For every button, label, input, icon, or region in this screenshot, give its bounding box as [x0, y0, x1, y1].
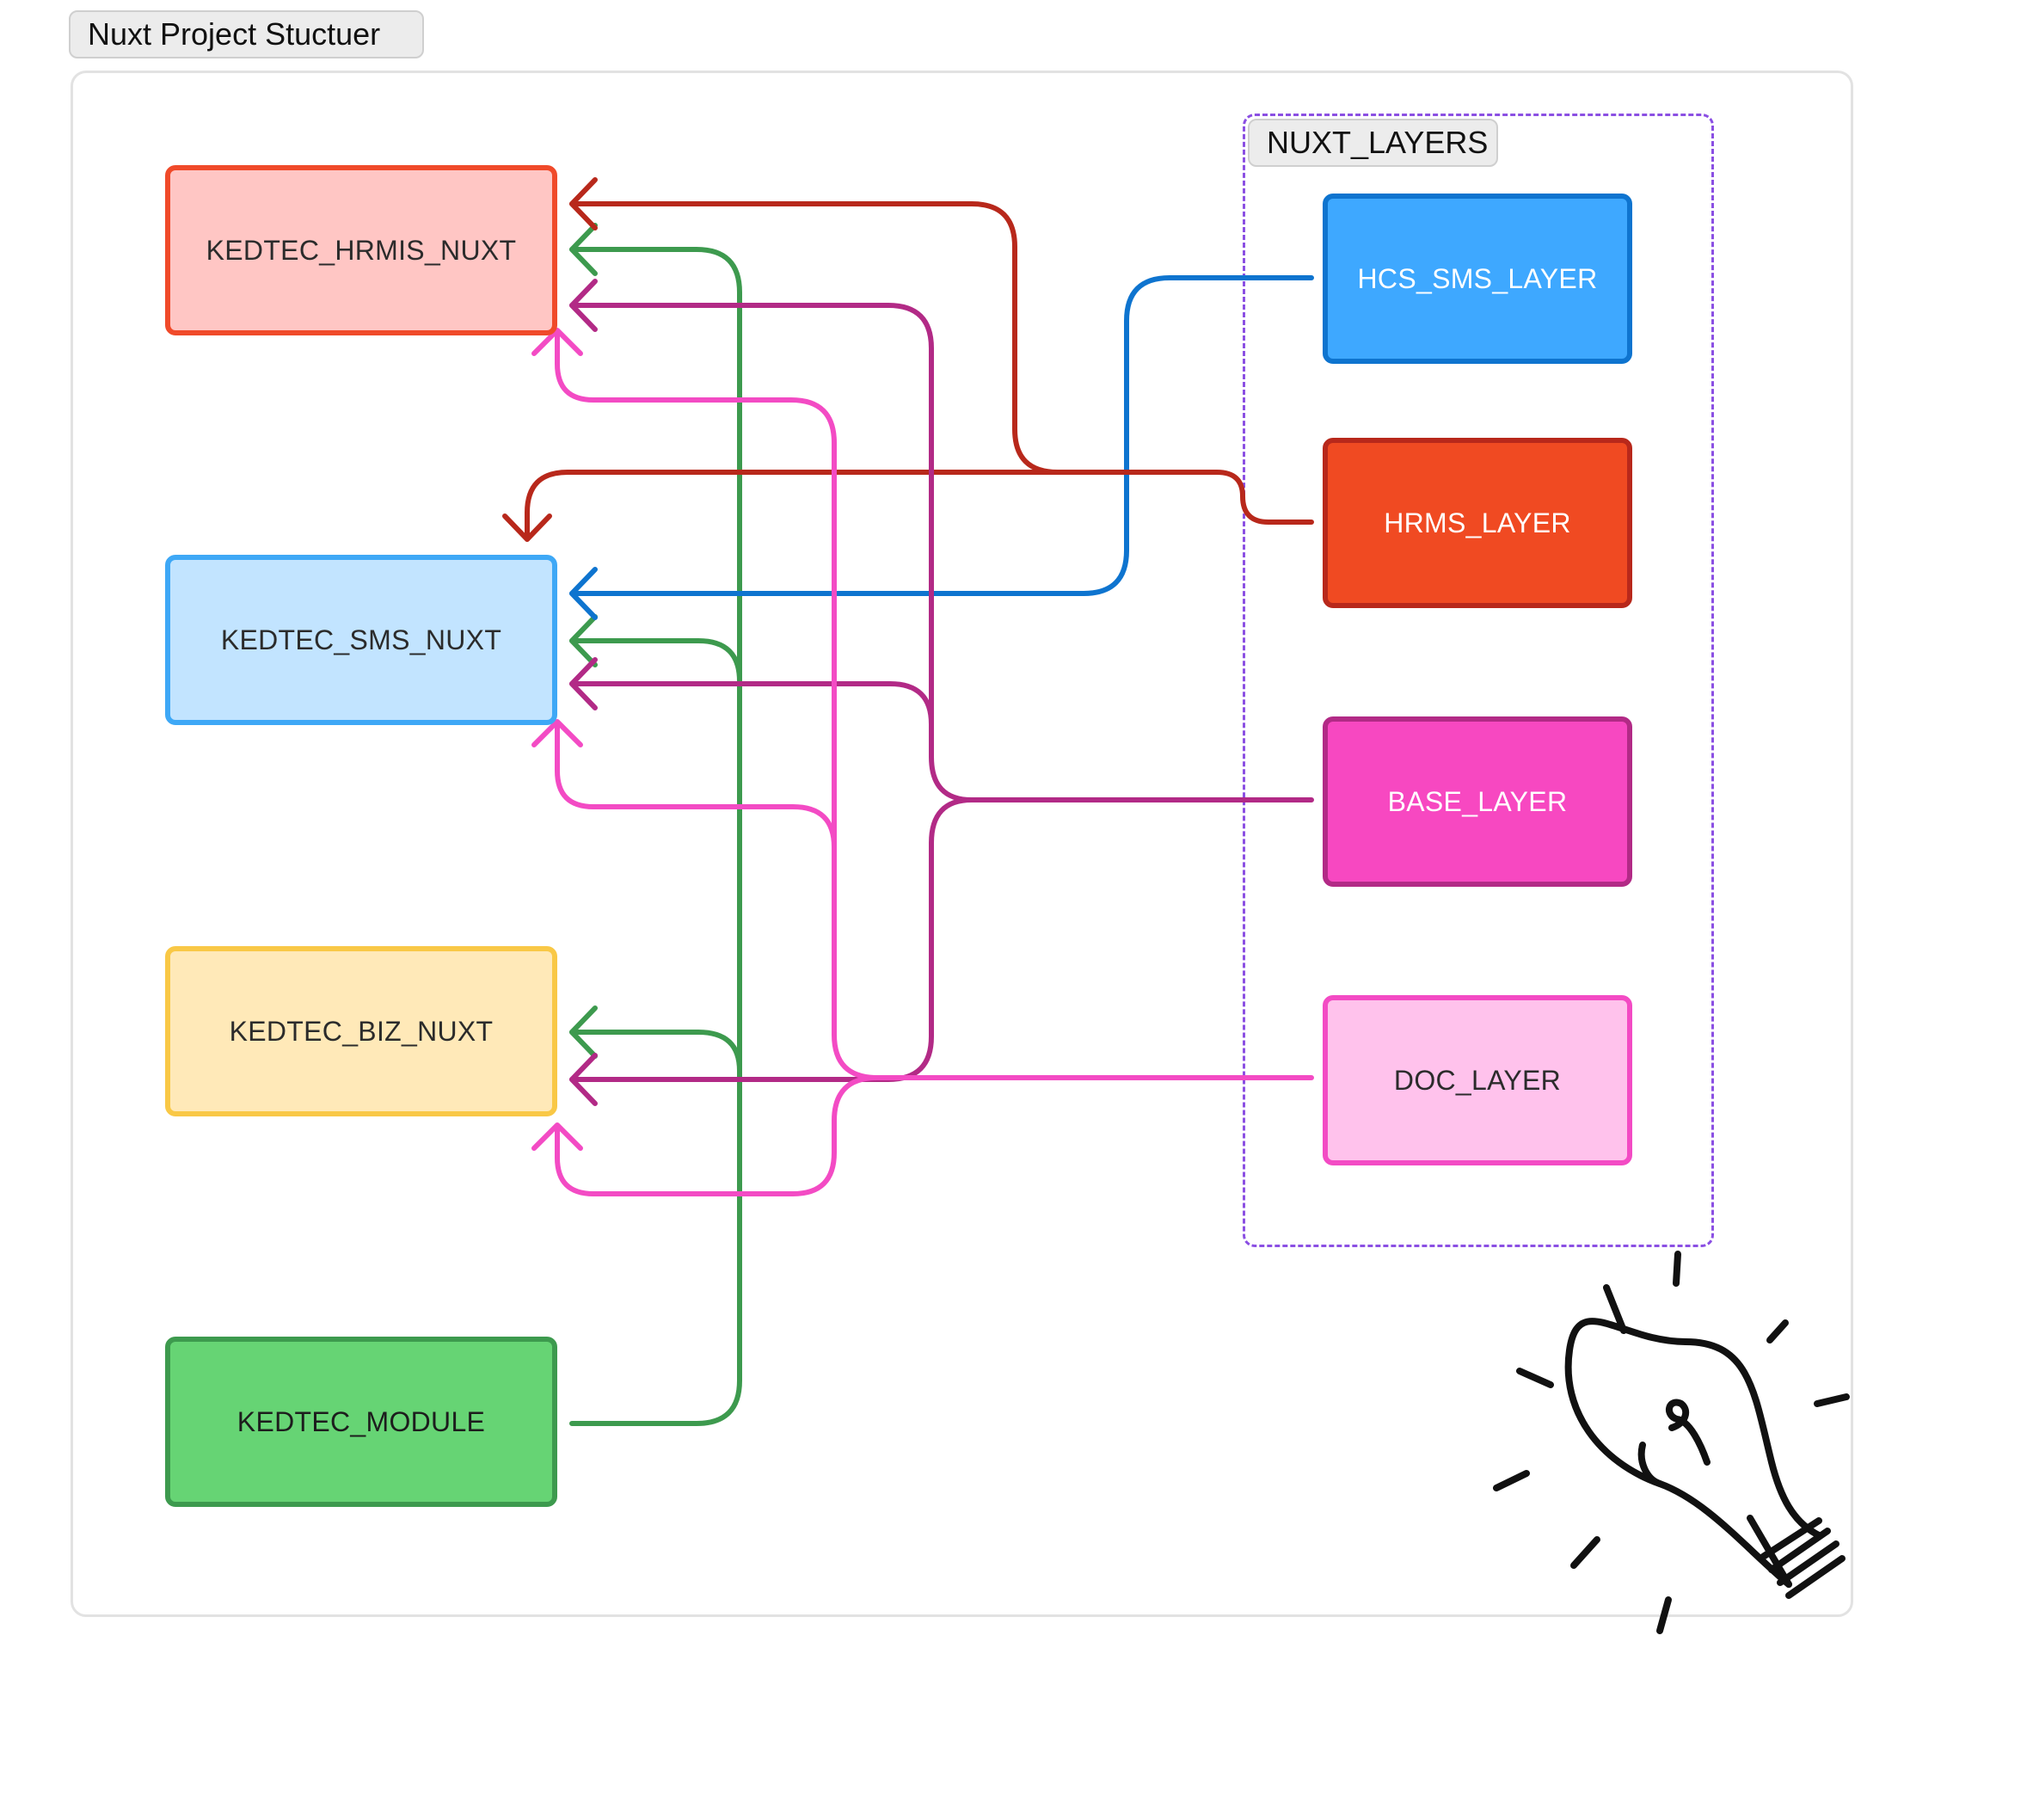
- edge-module-to-biz: [569, 1030, 742, 1073]
- layer-node-hcs[interactable]: HCS_SMS_LAYER: [1323, 194, 1632, 364]
- edge-hrms-to-sms: [525, 470, 1060, 542]
- app-node-label: KEDTEC_SMS_NUXT: [220, 624, 502, 655]
- arrow-hrms-sms: [502, 513, 552, 542]
- lightbulb-icon: [1493, 1251, 1850, 1634]
- diagram-title[interactable]: Nuxt Project Stuctuer: [69, 10, 424, 58]
- app-node-sms[interactable]: KEDTEC_SMS_NUXT: [165, 555, 557, 725]
- arrow-doc-biz: [531, 1122, 583, 1151]
- edge-module-to-hrmis: [569, 247, 742, 1426]
- edge-doc-to-biz: [555, 1075, 880, 1196]
- edge-doc-to-hrmis: [555, 330, 1314, 1080]
- layer-node-base[interactable]: BASE_LAYER: [1323, 716, 1632, 887]
- arrow-module-hrmis: [569, 223, 598, 276]
- arrow-doc-hrmis: [531, 328, 583, 356]
- edge-doc-to-sms: [555, 720, 837, 850]
- connector-module: [569, 223, 742, 1426]
- arrow-module-biz: [569, 1005, 598, 1059]
- app-node-label: KEDTEC_BIZ_NUXT: [229, 1015, 494, 1047]
- layer-node-label: HRMS_LAYER: [1384, 507, 1571, 538]
- connector-base: [569, 279, 1314, 1106]
- layer-node-label: DOC_LAYER: [1393, 1064, 1562, 1096]
- app-node-label: KEDTEC_MODULE: [236, 1405, 486, 1437]
- arrow-hcs-sms: [569, 567, 598, 620]
- edge-hcs-to-sms: [569, 275, 1314, 596]
- connector-hcs: [569, 275, 1314, 620]
- layer-node-hrms[interactable]: HRMS_LAYER: [1323, 438, 1632, 608]
- layer-node-label: BASE_LAYER: [1387, 785, 1568, 817]
- connector-doc: [531, 328, 1314, 1196]
- edge-base-to-hrmis: [569, 303, 1314, 802]
- layer-node-doc[interactable]: DOC_LAYER: [1323, 995, 1632, 1165]
- nuxt-layers-label[interactable]: NUXT_LAYERS: [1248, 119, 1498, 167]
- app-node-biz[interactable]: KEDTEC_BIZ_NUXT: [165, 946, 557, 1116]
- arrow-base-hrmis: [569, 279, 598, 332]
- edge-base-to-biz: [569, 797, 974, 1082]
- app-node-module[interactable]: KEDTEC_MODULE: [165, 1337, 557, 1507]
- arrow-doc-sms: [531, 719, 583, 747]
- nuxt-layers-group[interactable]: [1243, 114, 1714, 1247]
- layer-node-label: HCS_SMS_LAYER: [1357, 262, 1598, 294]
- edge-base-to-sms: [569, 681, 934, 727]
- edge-module-to-sms: [569, 638, 742, 684]
- arrow-hrms-hrmis: [569, 177, 598, 231]
- arrow-module-sms: [569, 614, 598, 667]
- app-node-label: KEDTEC_HRMIS_NUXT: [206, 234, 517, 266]
- arrow-base-biz: [569, 1053, 598, 1106]
- connector-hrms: [502, 177, 1314, 542]
- main-frame: [71, 71, 1853, 1617]
- arrow-base-sms: [569, 657, 598, 710]
- app-node-hrmis[interactable]: KEDTEC_HRMIS_NUXT: [165, 165, 557, 335]
